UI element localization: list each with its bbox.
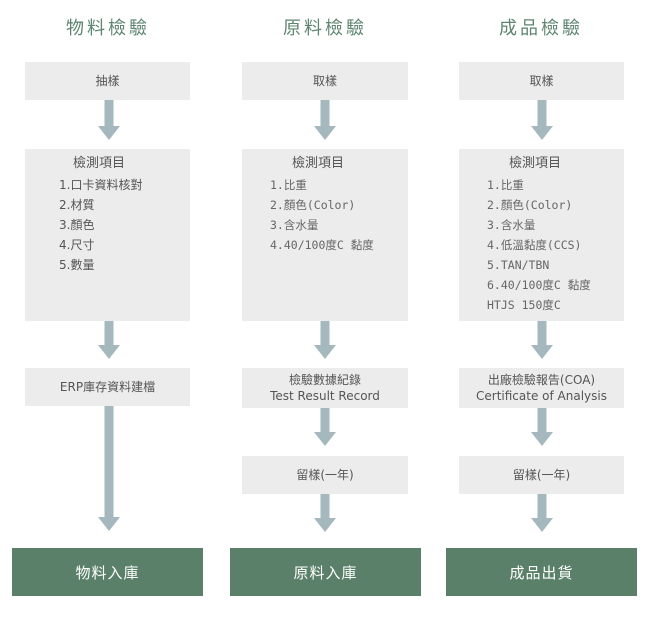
flow-arrow (529, 100, 555, 140)
flow-arrow (96, 321, 122, 361)
final-label: 原料入庫 (293, 563, 358, 582)
record-label-line1: 出廠檢驗報告(COA) (487, 373, 596, 387)
inspection-item: 2.顏色(Color) (270, 198, 356, 212)
inspection-item: 2.顏色(Color) (487, 198, 573, 212)
flow-arrow (312, 494, 338, 536)
retain-box-raw: 留樣(一年) (242, 456, 408, 494)
sampling-box-product: 取樣 (459, 62, 624, 100)
inspection-item: 3.含水量 (270, 218, 319, 232)
flow-arrow (96, 100, 122, 140)
inspection-title: 檢測項目 (292, 156, 345, 171)
flow-arrow (96, 406, 122, 536)
retain-label: 留樣(一年) (512, 468, 571, 482)
final-box-raw: 原料入庫 (230, 548, 421, 596)
inspection-item: 3.顏色 (59, 218, 95, 232)
record-box-raw: 檢驗數據紀錄 Test Result Record (242, 368, 408, 408)
record-label-line2: Test Result Record (270, 389, 380, 403)
flow-arrow (312, 100, 338, 140)
sampling-box-raw: 取樣 (242, 62, 408, 100)
column-title-raw: 原料檢驗 (283, 18, 367, 39)
retain-label: 留樣(一年) (296, 468, 354, 482)
sampling-label: 取樣 (312, 74, 337, 88)
inspection-item: 5.數量 (59, 258, 95, 272)
flow-arrow (312, 408, 338, 448)
inspection-item: 6.40/100度C 黏度 (487, 278, 591, 292)
record-label-line1: 檢驗數據紀錄 (288, 373, 361, 387)
retain-box-product: 留樣(一年) (459, 456, 624, 494)
final-box-material: 物料入庫 (12, 548, 203, 596)
inspection-item: 1.口卡資料核對 (59, 178, 143, 192)
inspection-item: 4.40/100度C 黏度 (270, 238, 374, 252)
sampling-box-material: 抽樣 (25, 62, 190, 100)
inspection-item: 5.TAN/TBN (487, 258, 550, 272)
inspection-title: 檢測項目 (73, 156, 126, 171)
inspection-list: 1.比重 2.顏色(Color) 3.含水量 4.低溫黏度(CCS) 5.TAN… (487, 175, 624, 315)
flow-arrow (529, 321, 555, 361)
flow-arrow (529, 494, 555, 536)
inspection-list: 1.比重 2.顏色(Color) 3.含水量 4.40/100度C 黏度 (270, 175, 408, 255)
inspection-list: 1.口卡資料核對 2.材質 3.顏色 4.尺寸 5.數量 (59, 175, 190, 275)
inspection-item: 1.比重 (270, 178, 307, 192)
inspection-item: 4.尺寸 (59, 238, 95, 252)
record-box-product: 出廠檢驗報告(COA) Certificate of Analysis (459, 368, 624, 408)
inspection-item: 4.低溫黏度(CCS) (487, 238, 582, 252)
inspection-box-material: 檢測項目 1.口卡資料核對 2.材質 3.顏色 4.尺寸 5.數量 (25, 149, 190, 321)
inspection-box-product: 檢測項目 1.比重 2.顏色(Color) 3.含水量 4.低溫黏度(CCS) … (459, 149, 624, 321)
flow-arrow (312, 321, 338, 361)
final-label: 物料入庫 (75, 563, 140, 582)
inspection-item: 3.含水量 (487, 218, 536, 232)
inspection-item: HTJS 150度C (487, 298, 561, 312)
record-label: ERP庫存資料建檔 (59, 380, 156, 394)
column-title-material: 物料檢驗 (66, 18, 150, 39)
inspection-box-raw: 檢測項目 1.比重 2.顏色(Color) 3.含水量 4.40/100度C 黏… (242, 149, 408, 321)
final-label: 成品出貨 (509, 563, 574, 582)
inspection-title: 檢測項目 (509, 156, 562, 171)
inspection-item: 2.材質 (59, 198, 95, 212)
sampling-label: 抽樣 (95, 74, 120, 88)
inspection-item: 1.比重 (487, 178, 524, 192)
final-box-product: 成品出貨 (446, 548, 637, 596)
column-title-product: 成品檢驗 (499, 18, 583, 39)
record-label-line2: Certificate of Analysis (476, 389, 607, 403)
record-box-material: ERP庫存資料建檔 (25, 368, 190, 406)
sampling-label: 取樣 (529, 74, 554, 88)
flow-arrow (529, 408, 555, 448)
